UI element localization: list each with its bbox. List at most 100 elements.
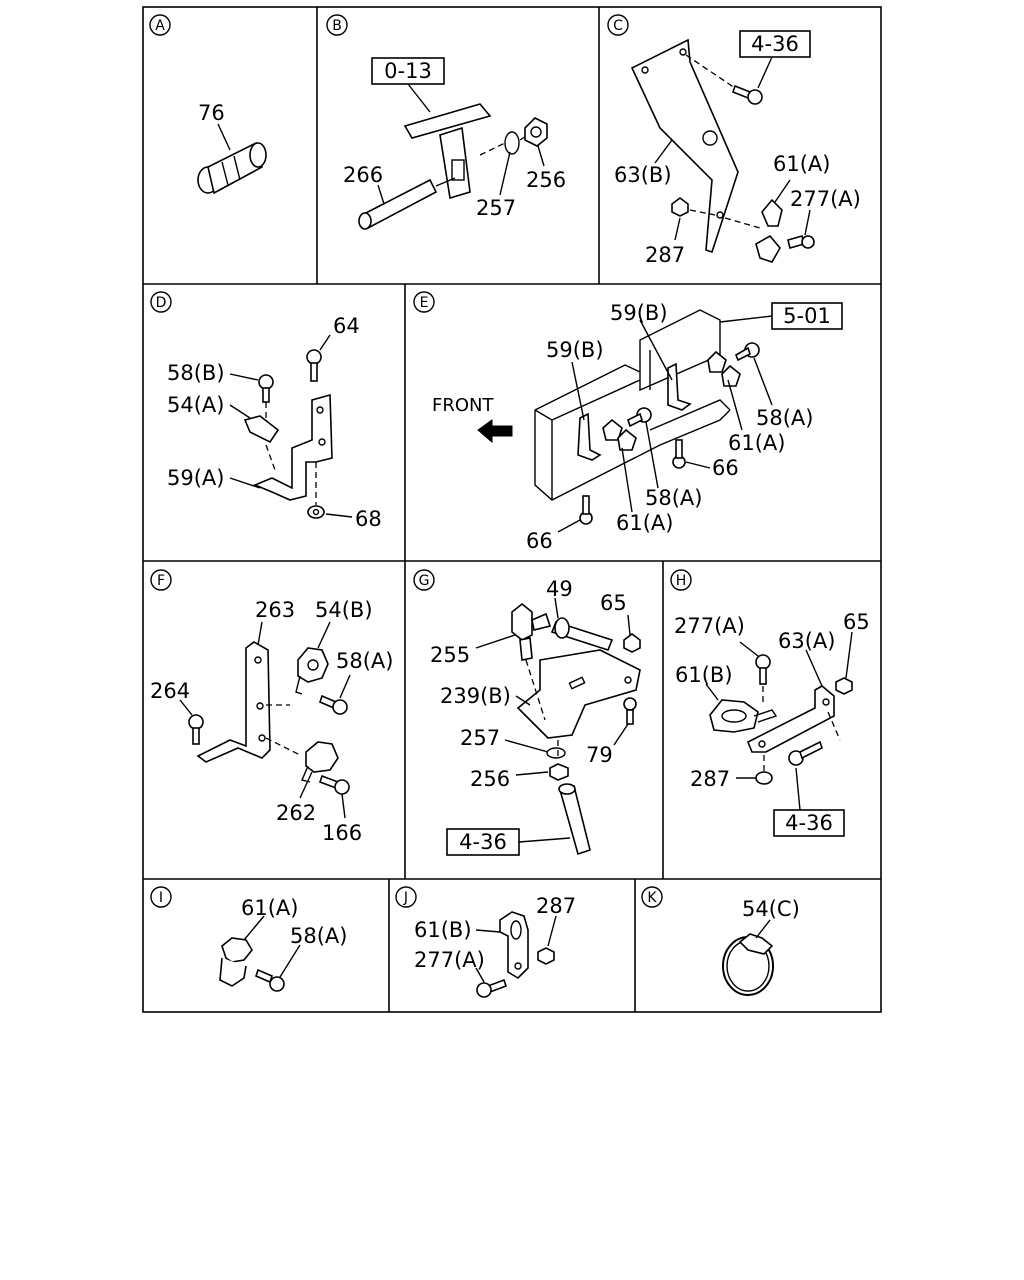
panel-a: 76 — [197, 101, 267, 195]
nut-287-j — [537, 947, 555, 965]
label-166: 166 — [322, 821, 362, 845]
label-54c: 54(C) — [742, 897, 800, 921]
section-marker-k: K — [641, 886, 663, 908]
label-79: 79 — [586, 743, 613, 767]
panel-d: 64 58(B) 54(A) 59(A) 68 — [167, 314, 382, 531]
label-255: 255 — [430, 643, 470, 667]
label-63b: 63(B) — [614, 163, 672, 187]
panel-k: 54(C) — [722, 897, 800, 996]
bolt-277a-j — [476, 978, 508, 998]
label-287-c: 287 — [645, 243, 685, 267]
clamp-61a-e-right — [707, 350, 741, 387]
bracket-63b — [630, 38, 739, 254]
snap-ring-257 — [504, 131, 520, 155]
bolt-58a-e-left — [627, 407, 652, 428]
nut-287-c — [671, 197, 689, 217]
label-61a-i: 61(A) — [241, 896, 298, 920]
label-256: 256 — [526, 168, 566, 192]
bolt-58b — [258, 374, 274, 403]
nut-68 — [307, 505, 325, 519]
label-65-h: 65 — [843, 610, 870, 634]
panel-h: 4-36 277(A) 65 — [674, 610, 870, 837]
svg-text:C: C — [613, 18, 623, 34]
nut-65-g — [623, 633, 641, 653]
ref-0-13: 0-13 — [384, 59, 432, 83]
label-287-j: 287 — [536, 894, 576, 918]
bolt-58a-e-right — [735, 342, 760, 362]
label-58a-e-lower: 58(A) — [645, 486, 702, 510]
label-54a: 54(A) — [167, 393, 224, 417]
section-markers: A B C D E F G H I J K — [149, 14, 692, 908]
nut-256-g — [549, 763, 569, 781]
svg-text:D: D — [156, 295, 167, 311]
section-marker-f: F — [150, 569, 172, 591]
label-65-g: 65 — [600, 591, 627, 615]
bracket-59a — [252, 393, 333, 501]
bolt-4-36 — [732, 84, 763, 105]
bolt-66-e-left — [579, 495, 593, 525]
outer-frame — [142, 6, 882, 1013]
svg-text:K: K — [647, 890, 657, 906]
ref-4-36-g: 4-36 — [459, 830, 507, 854]
panel-e: 5-01 FRONT — [432, 301, 843, 553]
bolt-58a-f — [319, 694, 348, 715]
label-63a: 63(A) — [778, 629, 835, 653]
bolt-64 — [306, 349, 322, 382]
svg-text:B: B — [332, 18, 342, 34]
label-64: 64 — [333, 314, 360, 338]
label-277a-h: 277(A) — [674, 614, 745, 638]
label-76: 76 — [198, 101, 225, 125]
panel-i: 61(A) 58(A) — [219, 896, 347, 992]
ref-box-4-36-c — [739, 30, 811, 58]
svg-text:E: E — [420, 295, 429, 311]
bolt-4-36-h — [788, 740, 823, 766]
clamp-61b-j — [499, 911, 529, 980]
label-59b-upper: 59(B) — [610, 301, 668, 325]
bracket-63a — [746, 685, 835, 753]
svg-text:J: J — [403, 890, 408, 906]
label-266: 266 — [343, 163, 383, 187]
bolt-277a-h — [755, 654, 771, 685]
label-49: 49 — [546, 577, 573, 601]
bracket-59b-right — [667, 362, 692, 411]
bolt-79 — [623, 697, 637, 725]
hose-clamp-54c — [722, 933, 774, 996]
section-marker-j: J — [395, 886, 417, 908]
bolt-264 — [188, 714, 204, 745]
label-256-g: 256 — [470, 767, 510, 791]
label-257: 257 — [476, 196, 516, 220]
connector-part-266 — [358, 177, 456, 230]
bracket-263 — [196, 641, 271, 763]
tube-4-36 — [558, 783, 591, 856]
svg-text:A: A — [155, 18, 165, 34]
svg-text:F: F — [157, 573, 165, 589]
label-61a-e-lower: 61(A) — [616, 511, 673, 535]
label-264: 264 — [150, 679, 190, 703]
clamp-61a-c — [755, 198, 783, 263]
label-277a-j: 277(A) — [414, 948, 485, 972]
ref-4-36-h: 4-36 — [785, 811, 833, 835]
section-marker-h: H — [670, 569, 692, 591]
label-61b-j: 61(B) — [414, 918, 472, 942]
label-277a-c: 277(A) — [790, 187, 861, 211]
nut-287-h — [755, 771, 773, 785]
section-marker-b: B — [326, 14, 348, 36]
section-marker-g: G — [413, 569, 435, 591]
snap-ring-257-g — [546, 747, 566, 759]
section-marker-i: I — [150, 886, 172, 908]
label-59b-lower: 59(B) — [546, 338, 604, 362]
ref-4-36-c: 4-36 — [751, 32, 799, 56]
hose-nipple-part — [197, 141, 267, 195]
label-54b: 54(B) — [315, 598, 373, 622]
connector-49 — [550, 617, 614, 651]
label-61b-h: 61(B) — [675, 663, 733, 687]
nut-256 — [524, 117, 548, 147]
section-marker-e: E — [413, 291, 435, 313]
svg-text:H: H — [676, 573, 687, 589]
clamp-262 — [301, 741, 339, 783]
label-59a: 59(A) — [167, 466, 224, 490]
tee-fitting-255 — [511, 602, 552, 661]
svg-text:I: I — [159, 890, 163, 906]
bolt-166 — [318, 774, 350, 795]
clip-54a — [243, 415, 280, 444]
